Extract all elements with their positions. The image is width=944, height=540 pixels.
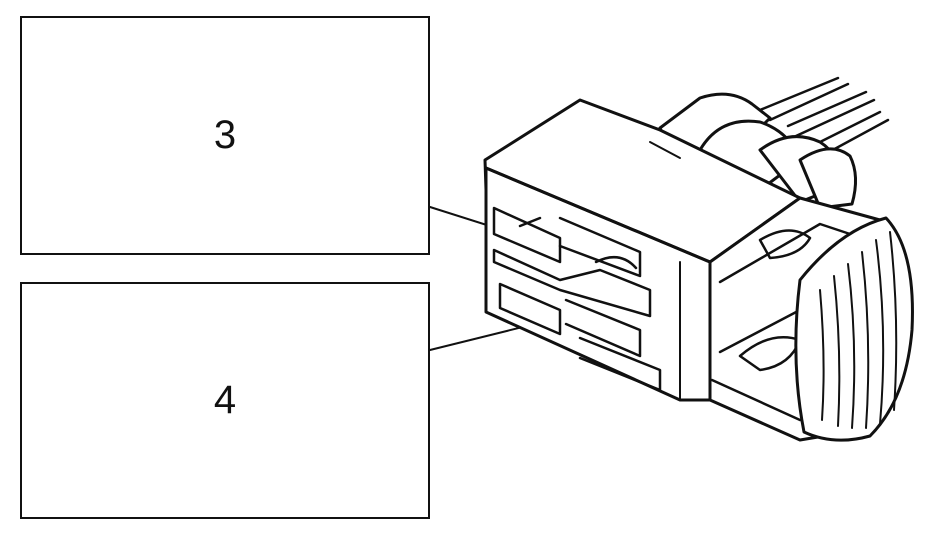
terminal-cavities [492, 206, 662, 392]
callout-box-3: 3 [20, 16, 430, 255]
lever-ribs [819, 231, 898, 429]
callout-box-4: 4 [20, 282, 430, 519]
callout-label-4: 4 [213, 378, 237, 422]
callout-label-3: 3 [213, 113, 237, 157]
